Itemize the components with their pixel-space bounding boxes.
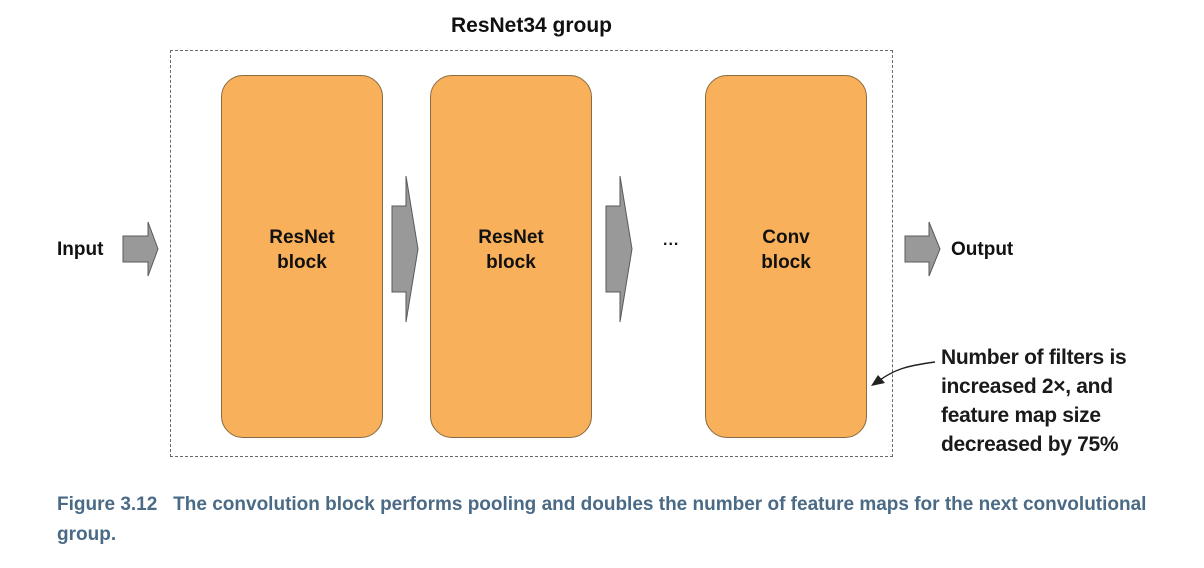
block1-to-block2-arrow-icon xyxy=(391,175,419,323)
input-arrow-icon xyxy=(122,221,159,277)
caption-label: Figure 3.12 xyxy=(57,494,158,515)
annotation-line: decreased by 75% xyxy=(941,433,1119,456)
block-label-line2: block xyxy=(486,251,536,273)
group-container xyxy=(170,50,893,457)
block-label-line1: ResNet xyxy=(478,226,544,248)
figure-caption: Figure 3.12 The convolution block perfor… xyxy=(57,490,1177,550)
conv-block: Conv block xyxy=(705,75,867,438)
block-label-line1: ResNet xyxy=(269,226,335,248)
caption-text: The convolution block performs pooling a… xyxy=(57,494,1147,545)
group-title: ResNet34 group xyxy=(450,14,613,37)
filters-annotation: Number of filters is increased 2×, and f… xyxy=(941,343,1201,459)
annotation-line: increased 2×, and xyxy=(941,375,1113,398)
resnet-block-2: ResNet block xyxy=(430,75,592,438)
annotation-line: Number of filters is xyxy=(941,346,1127,369)
block-label-line2: block xyxy=(761,251,811,273)
annotation-pointer-icon xyxy=(879,361,936,381)
output-label: Output xyxy=(951,239,1014,260)
input-label: Input xyxy=(57,239,104,260)
block-label-line1: Conv xyxy=(762,226,810,248)
resnet-block-1: ResNet block xyxy=(221,75,383,438)
block-label-line2: block xyxy=(277,251,327,273)
output-arrow-icon xyxy=(904,221,941,277)
annotation-line: feature map size xyxy=(941,404,1101,427)
ellipsis-label: ... xyxy=(663,232,680,249)
block2-to-next-arrow-icon xyxy=(605,175,633,323)
